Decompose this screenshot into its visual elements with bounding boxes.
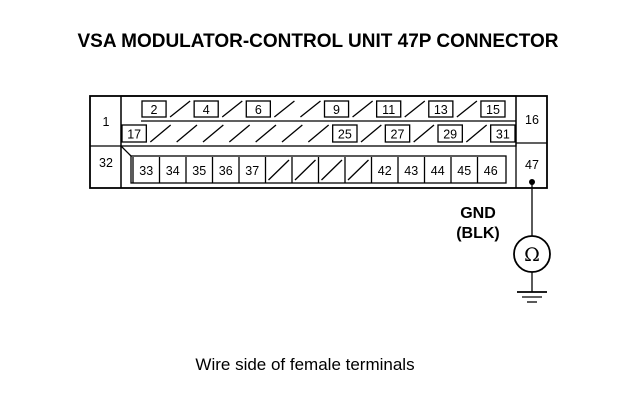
empty-cavity-slash — [321, 159, 343, 181]
terminal-cell-box — [490, 124, 516, 143]
empty-cavity-slash — [268, 159, 290, 181]
lower-block-corner — [120, 145, 132, 157]
empty-cavity-slash — [228, 124, 251, 143]
terminal-44: 44 — [431, 164, 445, 178]
terminal-42: 42 — [378, 164, 392, 178]
empty-cavity-slash — [404, 100, 426, 118]
terminal-1: 1 — [103, 115, 110, 129]
terminal-47: 47 — [525, 158, 539, 172]
terminal-37: 37 — [245, 164, 259, 178]
ohmmeter-circuit: Ω — [513, 179, 551, 303]
empty-cavity-slash — [202, 124, 224, 143]
terminal-13: 13 — [434, 103, 448, 117]
terminal-cell-box — [480, 100, 506, 118]
empty-cavity-slash — [281, 124, 303, 143]
terminal-45: 45 — [457, 164, 471, 178]
empty-cavity-slash — [465, 124, 488, 143]
terminal-2: 2 — [151, 103, 158, 117]
empty-cavity-slash — [149, 124, 172, 143]
terminal-cell-box — [323, 100, 350, 118]
terminal-25: 25 — [338, 128, 352, 142]
terminal-34: 34 — [166, 164, 180, 178]
terminal-cell-box — [384, 124, 411, 143]
terminal-row-1: 2 4 6 9 11 13 15 — [141, 100, 506, 118]
empty-cavity-slash — [300, 100, 321, 118]
terminal-cell-box — [121, 124, 147, 143]
terminal-31: 31 — [496, 128, 510, 142]
terminal-6: 6 — [255, 103, 262, 117]
terminal-row-3: 33 34 35 36 37 42 43 44 45 46 — [132, 157, 498, 183]
terminal-cell-box — [245, 100, 272, 118]
empty-cavity-slash — [307, 124, 330, 143]
terminal-17: 17 — [127, 128, 141, 142]
terminal-4: 4 — [203, 103, 210, 117]
empty-cavity-slash — [273, 100, 295, 118]
empty-cavity-slash — [176, 124, 198, 143]
terminal-16: 16 — [525, 113, 539, 127]
terminal-cell-box — [428, 100, 454, 118]
terminal-27: 27 — [391, 128, 405, 142]
terminal-cell-box — [141, 100, 167, 118]
empty-cavity-slash — [352, 100, 374, 118]
empty-cavity-slash — [360, 124, 382, 143]
empty-cavity-slash — [347, 159, 369, 181]
terminal-35: 35 — [192, 164, 206, 178]
gnd-wire-color-label: (BLK) — [456, 225, 500, 242]
empty-cavity-slash — [294, 159, 316, 181]
empty-cavity-slash — [221, 100, 243, 118]
ohm-symbol: Ω — [524, 244, 540, 266]
empty-cavity-slash — [413, 124, 435, 143]
empty-cavity-slash — [255, 124, 277, 143]
diagram-title: VSA MODULATOR-CONTROL UNIT 47P CONNECTOR — [77, 31, 558, 52]
terminal-43: 43 — [404, 164, 418, 178]
terminal-cell-box — [332, 124, 358, 143]
terminal-cell-box — [375, 100, 402, 118]
terminal-9: 9 — [333, 103, 340, 117]
empty-cavity-slash — [456, 100, 478, 118]
terminal-33: 33 — [139, 164, 153, 178]
terminal-32: 32 — [99, 156, 113, 170]
diagram-caption: Wire side of female terminals — [195, 355, 414, 374]
empty-cavity-slash — [169, 100, 191, 118]
terminal-11: 11 — [382, 103, 395, 117]
terminal-46: 46 — [484, 164, 498, 178]
terminal-row-2: 17 25 27 29 31 — [121, 124, 516, 143]
terminal-29: 29 — [443, 128, 457, 142]
terminal-15: 15 — [486, 103, 500, 117]
terminal-36: 36 — [219, 164, 233, 178]
gnd-label: GND — [460, 205, 496, 222]
terminal-cell-box — [437, 124, 463, 143]
terminal-cell-box — [193, 100, 219, 118]
